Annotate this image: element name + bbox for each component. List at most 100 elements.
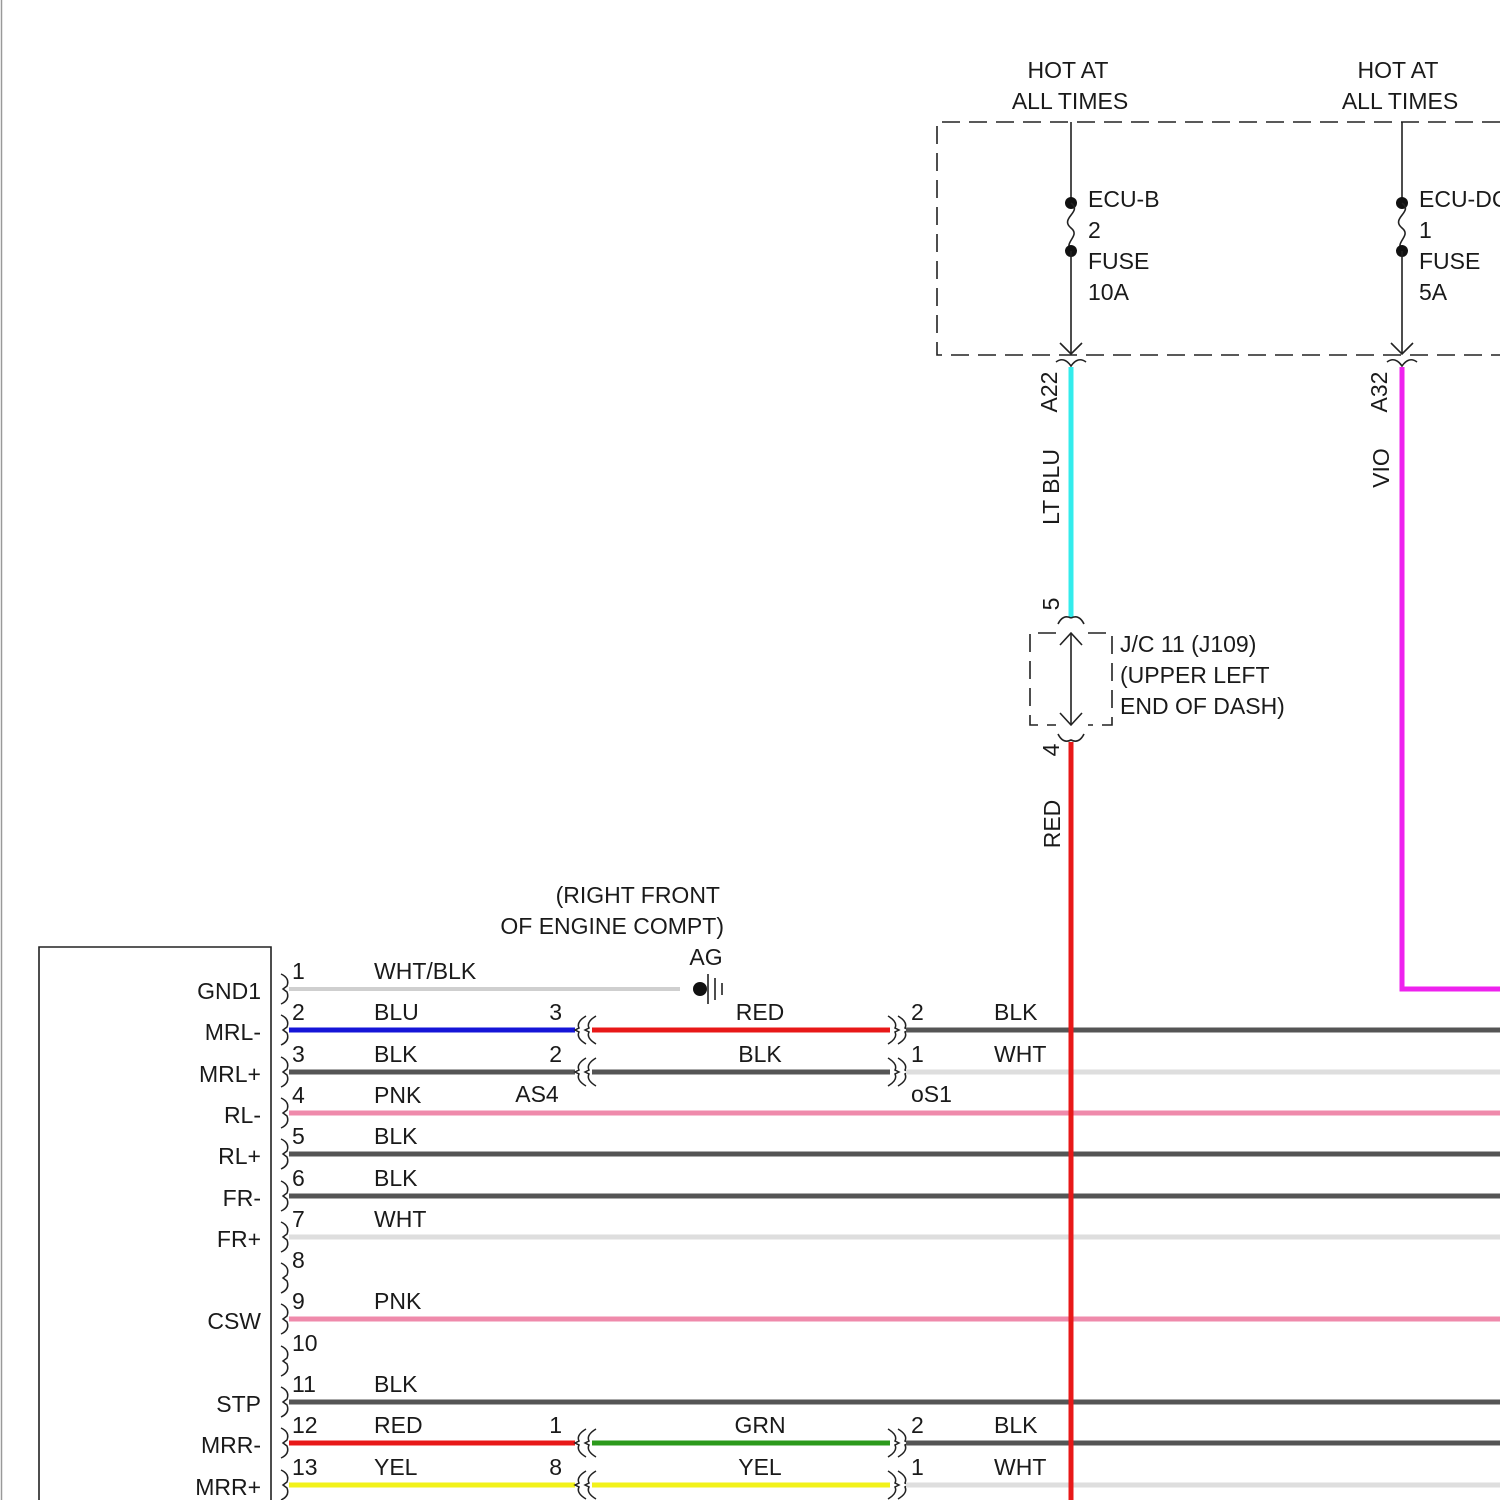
pin-number: 3 [292,1041,305,1067]
pin-label: FR- [223,1185,261,1211]
junction-label-line1: J/C 11 (J109) [1120,631,1256,657]
fuse-symbol [1399,203,1406,251]
fuse-label: FUSE [1419,248,1480,274]
pin-label: RL+ [218,1143,261,1169]
wire-color-label: BLK [374,1165,418,1191]
connector-os1-label: oS1 [911,1081,952,1107]
pin-label: MRR+ [195,1474,261,1500]
wire-color-label: PNK [374,1082,422,1108]
ground-location-line1: (RIGHT FRONT [556,882,720,908]
hot-label-line1: HOT AT [1358,57,1439,83]
pin-number: 10 [292,1330,318,1356]
wire-color-label: BLK [374,1041,418,1067]
pin-bracket [281,1304,288,1334]
wire-color-label: LT BLU [1038,449,1064,525]
pin-number: 1 [292,958,305,984]
pin-number: 11 [292,1371,316,1397]
pin-bracket [281,1222,288,1252]
wire-color-label: PNK [374,1288,422,1314]
wire-vio [1402,367,1500,989]
pin-bracket [281,1098,288,1128]
pin-label: GND1 [197,978,261,1004]
pin-bracket [281,974,288,1004]
pin-label: RL- [224,1102,261,1128]
connector-symbol [1056,360,1086,366]
junction-label-line3: END OF DASH) [1120,693,1285,719]
fuse-name: ECU-DC [1419,186,1500,212]
connector-label: A22 [1036,372,1062,413]
pin-label: STP [216,1391,261,1417]
pin-bracket [281,1015,288,1045]
pin-label: MRR- [201,1432,261,1458]
fuse-number: 1 [1419,217,1432,243]
pin-number: 13 [292,1454,318,1480]
pin-bracket [281,1057,288,1087]
wire-color-label: BLU [374,999,419,1025]
pin-number: 5 [292,1123,305,1149]
pin-number: 4 [292,1082,305,1108]
fuse-rating: 10A [1088,279,1130,305]
ground-location-line2: OF ENGINE COMPT) [500,913,724,939]
hot-label-line1: HOT AT [1028,57,1109,83]
connector-pin-number: 3 [549,999,562,1025]
connector-pin-number: 2 [549,1041,562,1067]
power-source-ecu-dc: HOT AT ALL TIMES ECU-DC 1 FUSE 5A A32 VI… [1342,57,1500,989]
fuse-rating: 5A [1419,279,1448,305]
wire-color-label: WHT [374,1206,426,1232]
pin-label: CSW [207,1308,261,1334]
wire-color-label: GRN [734,1412,785,1438]
fuse-symbol [1068,203,1075,251]
fuse-number: 2 [1088,217,1101,243]
pin-bracket [281,1139,288,1169]
connector-label: A32 [1366,372,1392,413]
fuse-name: ECU-B [1088,186,1160,212]
pin-label: FR+ [217,1226,261,1252]
connector-symbol [1387,360,1417,366]
wire-color-label: RED [374,1412,423,1438]
wire-color-label: RED [736,999,785,1025]
pin-number: 9 [292,1288,305,1314]
connector-as4-label: AS4 [515,1081,559,1107]
connector-pin-number: 2 [911,1412,924,1438]
wire-color-label: BLK [994,999,1038,1025]
connector-pin-number: 8 [549,1454,562,1480]
hot-label-line2: ALL TIMES [1012,88,1128,114]
power-source-ecu-b: HOT AT ALL TIMES ECU-B 2 FUSE 10A A22 LT… [1012,57,1160,618]
junction-label-line2: (UPPER LEFT [1120,662,1270,688]
wire-color-label: WHT/BLK [374,958,477,984]
pin-number: 7 [292,1206,305,1232]
wire-color-label: YEL [374,1454,418,1480]
connector-pin-number: 1 [549,1412,562,1438]
wire-color-label: RED [1039,800,1065,849]
wire-color-label: WHT [994,1454,1046,1480]
pin-number: 8 [292,1247,305,1273]
pin-label: MRL+ [199,1061,261,1087]
junction-pin-out: 4 [1038,743,1064,756]
connector-pin-number: 2 [911,999,924,1025]
junction-connector: 5 J/C 11 (J109) (UPPER LEFT END OF DASH)… [1030,598,1285,849]
pin-number: 2 [292,999,305,1025]
hot-label-line2: ALL TIMES [1342,88,1458,114]
pin-bracket [281,1346,288,1376]
wire-color-label: YEL [738,1454,782,1480]
pin-bracket [281,1428,288,1458]
wire-color-label: WHT [994,1041,1046,1067]
pin-bracket [281,1263,288,1293]
junction-pin-in: 5 [1038,598,1064,611]
pin-bracket [281,1387,288,1417]
wire-color-label: BLK [994,1412,1038,1438]
pin-number: 6 [292,1165,305,1191]
pin-number: 12 [292,1412,318,1438]
wire-color-label: BLK [738,1041,782,1067]
ground-id: AG [689,944,722,970]
wire-color-label: BLK [374,1123,418,1149]
fuse-box [937,122,1500,355]
ground-ag: (RIGHT FRONT OF ENGINE COMPT) AG [500,882,724,1004]
pin-label: MRL- [205,1019,261,1045]
ground-dot [693,982,707,996]
fuse-label: FUSE [1088,248,1149,274]
wire-color-label: VIO [1368,448,1394,488]
pin-bracket [281,1470,288,1500]
